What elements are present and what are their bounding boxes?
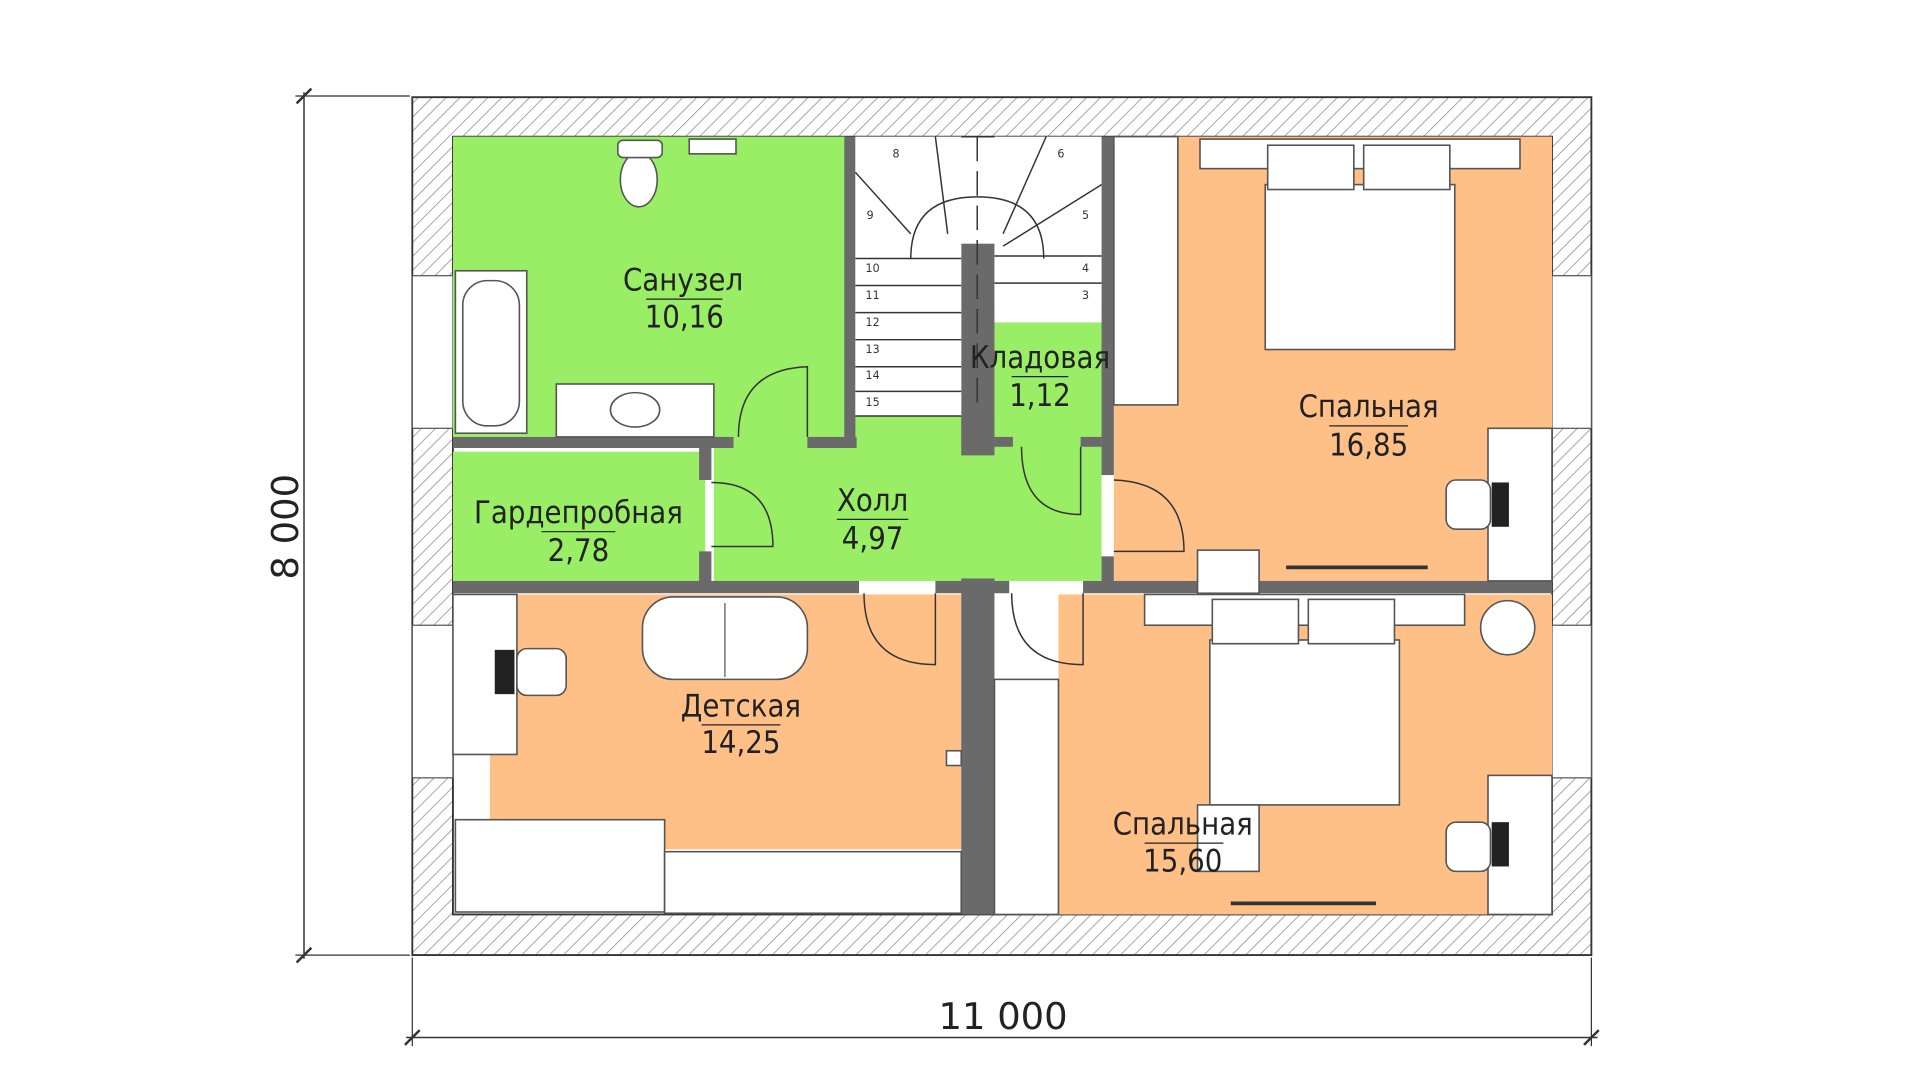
svg-text:16,85: 16,85 <box>1329 427 1408 463</box>
vent-icon <box>945 749 963 767</box>
room-label-hall: Холл 4,97 <box>836 483 909 557</box>
chair-icon <box>1445 479 1492 531</box>
svg-text:8 000: 8 000 <box>264 474 307 580</box>
plant-icon <box>1479 599 1536 656</box>
svg-text:Спальная: Спальная <box>1299 389 1439 425</box>
step-number: 15 <box>866 396 880 409</box>
dressing-room-area <box>452 451 706 581</box>
dimension-width: 11 000 <box>404 957 1600 1047</box>
svg-text:1,12: 1,12 <box>1009 378 1071 414</box>
step-number: 3 <box>1082 289 1089 302</box>
double-bed-icon <box>1264 183 1456 351</box>
step-number: 9 <box>867 209 874 222</box>
step-number: 12 <box>866 316 880 329</box>
room-labels: Санузел 10,16 Кладовая 1,12 Спальная 16,… <box>474 262 1439 879</box>
svg-text:4,97: 4,97 <box>842 521 904 557</box>
vent-icon <box>688 138 737 155</box>
step-number: 11 <box>866 289 880 302</box>
storage-area <box>994 322 1102 441</box>
svg-text:14,25: 14,25 <box>701 725 780 761</box>
svg-text:Гардепробная: Гардепробная <box>474 495 683 531</box>
room-label-dressing-room: Гардепробная 2,78 <box>474 495 683 569</box>
svg-text:Холл: Холл <box>837 483 908 519</box>
chair-icon <box>516 647 567 697</box>
double-bed-icon <box>1209 639 1401 806</box>
room-label-bathroom: Санузел 10,16 <box>623 262 743 335</box>
chair-icon <box>1445 821 1492 873</box>
staircase: 3 4 5 6 8 9 10 11 12 13 14 15 <box>854 136 1102 417</box>
svg-text:15,60: 15,60 <box>1143 843 1222 879</box>
svg-text:11 000: 11 000 <box>939 995 1068 1038</box>
svg-text:Детская: Детская <box>681 688 801 724</box>
svg-text:10,16: 10,16 <box>645 299 724 335</box>
step-number: 14 <box>866 369 880 382</box>
step-number: 4 <box>1082 262 1089 275</box>
dimension-height: 8 000 <box>264 87 410 964</box>
room-label-kids-room: Детская 14,25 <box>681 688 801 761</box>
svg-text:2,78: 2,78 <box>548 533 610 569</box>
step-number: 13 <box>866 343 880 356</box>
furniture <box>452 135 1553 916</box>
room-label-storage: Кладовая 1,12 <box>970 340 1110 414</box>
single-bed-icon <box>454 818 666 913</box>
svg-text:Санузел: Санузел <box>623 262 743 298</box>
step-number: 5 <box>1082 209 1089 222</box>
doors <box>711 366 1185 666</box>
wardrobe <box>993 678 1060 916</box>
svg-text:Кладовая: Кладовая <box>970 340 1110 376</box>
svg-text:Спальная: Спальная <box>1113 806 1253 842</box>
step-number: 10 <box>866 262 880 275</box>
room-label-bedroom-2: Спальная 15,60 <box>1113 806 1253 879</box>
toilet-icon <box>619 151 659 208</box>
interior-walls <box>452 136 1552 915</box>
room-label-bedroom-1: Спальная 16,85 <box>1299 389 1439 463</box>
step-number: 6 <box>1057 148 1064 161</box>
step-number: 8 <box>892 148 899 161</box>
wardrobe <box>1113 135 1179 406</box>
exterior-walls <box>411 96 1593 956</box>
